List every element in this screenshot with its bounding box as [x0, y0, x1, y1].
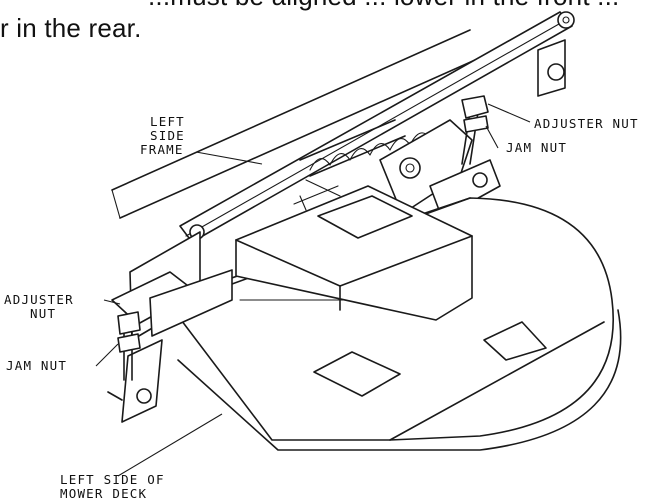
instruction-line-2: r in the rear.	[0, 13, 142, 43]
left-adjuster-rod	[117, 311, 141, 381]
callout-adjuster-nut-right: ADJUSTER NUT	[534, 116, 639, 131]
callout-jam-nut-left: JAM NUT	[6, 358, 67, 373]
callout-left-side-frame: LEFT SIDE FRAME	[140, 114, 194, 157]
callout-adjuster-nut-left: ADJUSTER NUT	[4, 292, 83, 321]
left-front-bracket	[107, 231, 233, 423]
right-adjuster-rod	[461, 95, 489, 165]
instruction-text: ...must be aligned ... lower in the fron…	[0, 0, 619, 126]
instruction-line-1: ...must be aligned ... lower in the fron…	[148, 0, 619, 12]
left-side-frame	[111, 29, 521, 219]
callout-left-side-mower-deck: LEFT SIDE OF MOWER DECK	[60, 472, 173, 501]
spindle-housing	[235, 185, 473, 321]
callout-jam-nut-right: JAM NUT	[506, 140, 567, 155]
deck-openings	[313, 321, 547, 397]
mower-deck	[165, 197, 622, 451]
leader-lines	[95, 103, 531, 477]
